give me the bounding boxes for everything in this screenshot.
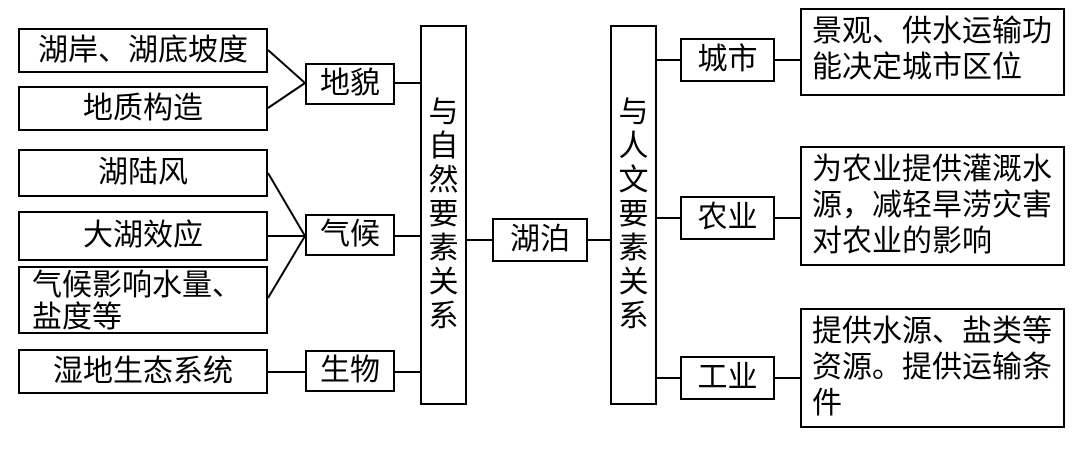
group-agriculture: 农业 bbox=[680, 196, 775, 240]
desc-industry: 提供水源、盐类等资源。提供运输条件 bbox=[800, 308, 1065, 428]
leaf-lakeshore-slope: 湖岸、湖底坡度 bbox=[18, 28, 268, 73]
leaf-wetland-ecosystem: 湿地生态系统 bbox=[18, 349, 268, 394]
group-climate: 气候 bbox=[305, 214, 395, 256]
leaf-geologic-structure: 地质构造 bbox=[18, 86, 268, 131]
group-industry: 工业 bbox=[680, 356, 775, 400]
leaf-lake-land-breeze: 湖陆风 bbox=[18, 149, 268, 197]
group-city: 城市 bbox=[680, 38, 775, 82]
human-relation-label: 与人文要素关系 bbox=[618, 95, 649, 334]
leaf-lake-effect: 大湖效应 bbox=[18, 211, 268, 261]
group-landform: 地貌 bbox=[305, 63, 395, 105]
desc-city: 景观、供水运输功能决定城市区位 bbox=[800, 8, 1065, 96]
natural-relation-label: 与自然要素关系 bbox=[428, 95, 459, 334]
human-relation-box: 与人文要素关系 bbox=[610, 25, 657, 405]
natural-relation-box: 与自然要素关系 bbox=[420, 25, 467, 405]
leaf-climate-water-salinity: 气候影响水量、盐度等 bbox=[18, 266, 268, 334]
desc-agriculture: 为农业提供灌溉水源，减轻旱涝灾害对农业的影响 bbox=[800, 146, 1065, 266]
lake-box: 湖泊 bbox=[492, 218, 588, 262]
group-biology: 生物 bbox=[305, 350, 395, 392]
